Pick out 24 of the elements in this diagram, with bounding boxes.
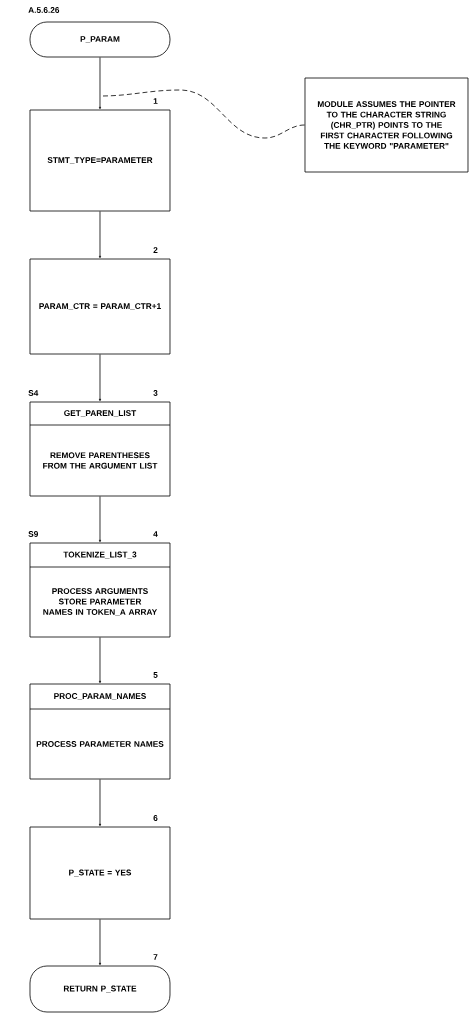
step-number: 6 [153,815,158,821]
step-number: 5 [153,672,158,678]
step-number: 4 [153,531,158,537]
process-box: P_STATE = YES [29,826,171,920]
step-number: 2 [153,247,158,253]
arrow [98,779,102,827]
arrow [98,354,102,402]
step-number: S9 [28,531,38,537]
process-box: STMT_TYPE=PARAMETER [29,109,171,212]
annotation-box: MODULE ASSUMES THE POINTER TO THE CHARACTER STRING (CHR_PTR) POINTS TO THE FIRST CHARACTER FOLLOWING THE KEYWORD "PARAMETER" [304,77,469,173]
subroutine-box: GET_PAREN_LIST REMOVE PARENTHESES FROM THE ARGUMENT LIST [29,401,171,497]
arrow [98,637,102,684]
arrow [98,496,102,543]
subroutine-box: TOKENIZE_LIST_3 PROCESS ARGUMENTS STORE PARAMETER NAMES IN TOKEN_A ARRAY [29,542,171,638]
subroutine-box: PROC_PARAM_NAMES PROCESS PARAMETER NAMES [29,683,171,780]
process-box: PARAM_CTR = PARAM_CTR+1 [29,258,171,355]
page-number: A.5.6.26 [28,7,60,13]
step-number: 7 [153,954,158,960]
step-number: 1 [153,98,158,104]
arrow [98,919,102,966]
step-number: 3 [153,390,158,396]
arrow [98,211,102,259]
step-number: S4 [28,390,39,396]
arrow [98,57,102,110]
